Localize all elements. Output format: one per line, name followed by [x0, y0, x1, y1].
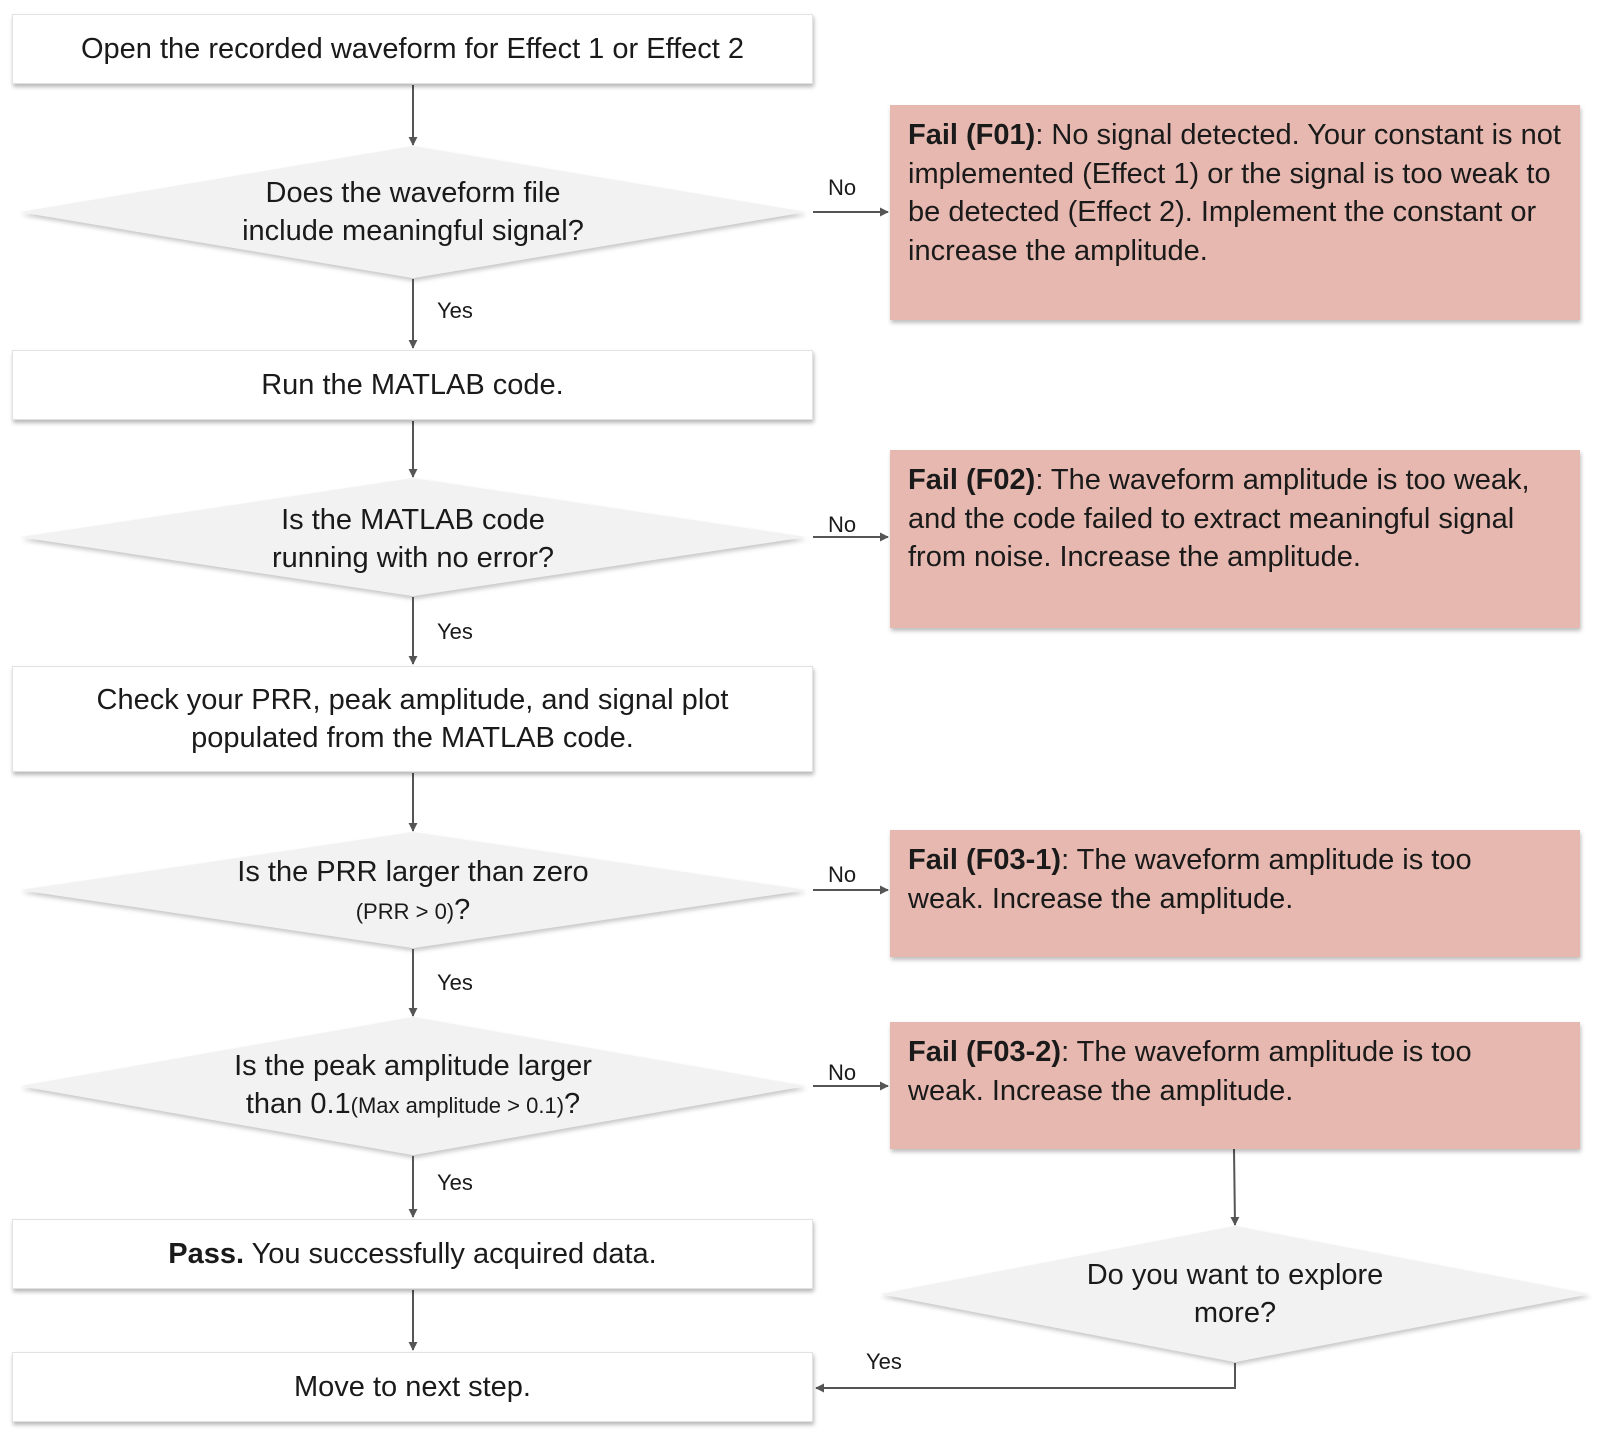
decision-waveform-signal-line1: Does the waveform file — [265, 177, 561, 209]
decision-diamond-waveform-signal — [20, 146, 806, 278]
decision-diamond-peak-amplitude — [20, 1017, 806, 1155]
label-no-d4: No — [828, 1060, 857, 1085]
decision-diamond-matlab-error — [20, 478, 806, 596]
fail-box-f01: Fail (F01): No signal detected. Your con… — [890, 105, 1580, 320]
decision-peak-amplitude: Is the peak amplitude larger than 0.1(Ma… — [113, 1046, 713, 1126]
decision-matlab-error: Is the MATLAB code running with no error… — [113, 499, 713, 579]
decision-matlab-error-line1: Is the MATLAB code — [281, 504, 545, 536]
label-yes-d1: Yes — [437, 298, 473, 323]
label-no-d1: No — [828, 175, 857, 200]
decision-diamond-explore-more — [880, 1226, 1590, 1362]
fail-f02-text: : The waveform amplitude is too weak, an… — [908, 464, 1530, 573]
step-check-results-line2: populated from the MATLAB code. — [191, 722, 634, 754]
arrow-f032-to-explore — [1230, 1148, 1240, 1226]
decision-peak-amplitude-condition: (Max amplitude > 0.1) — [350, 1093, 565, 1118]
decision-prr-qmark: ? — [454, 894, 471, 926]
step-pass: Pass. You successfully acquired data. — [12, 1219, 813, 1289]
pass-label: Pass. — [168, 1238, 245, 1270]
decision-explore-more: Do you want to explore more? — [985, 1254, 1485, 1334]
step-run-matlab-text: Run the MATLAB code. — [261, 369, 564, 401]
fail-f03-2-text: : The waveform amplitude is too weak. In… — [908, 1036, 1472, 1107]
arrow-explore-yes-to-move — [815, 1363, 1236, 1393]
step-move-next-text: Move to next step. — [294, 1371, 531, 1403]
pass-text: You successfully acquired data. — [244, 1238, 657, 1270]
decision-waveform-signal: Does the waveform file include meaningfu… — [113, 172, 713, 252]
decision-prr: Is the PRR larger than zero (PRR > 0)? — [113, 852, 713, 932]
label-yes-d3: Yes — [437, 970, 473, 995]
label-no-d2: No — [828, 512, 857, 537]
decision-matlab-error-line2: running with no error? — [271, 542, 555, 574]
decision-peak-amplitude-line1: Is the peak amplitude larger — [234, 1050, 592, 1082]
decision-prr-line1: Is the PRR larger than zero — [237, 856, 589, 888]
label-yes-d2: Yes — [437, 619, 473, 644]
step-open-waveform-text: Open the recorded waveform for Effect 1 … — [80, 33, 745, 65]
fail-box-f03-2: Fail (F03-2): The waveform amplitude is … — [890, 1022, 1580, 1149]
fail-f01-text: : No signal detected. Your constant is n… — [908, 119, 1561, 267]
fail-box-f02: Fail (F02): The waveform amplitude is to… — [890, 450, 1580, 628]
label-yes-explore: Yes — [866, 1349, 902, 1374]
label-yes-d4: Yes — [437, 1170, 473, 1195]
step-open-waveform: Open the recorded waveform for Effect 1 … — [12, 14, 813, 84]
decision-explore-more-line2: more? — [1193, 1297, 1277, 1329]
decision-peak-amplitude-qmark: ? — [564, 1088, 581, 1120]
fail-f02-code: Fail (F02) — [908, 464, 1036, 496]
label-no-d3: No — [828, 862, 857, 887]
fail-f03-2-code: Fail (F03-2) — [908, 1036, 1062, 1068]
decision-explore-more-line1: Do you want to explore — [1086, 1259, 1384, 1291]
step-check-results-line1: Check your PRR, peak amplitude, and sign… — [96, 684, 729, 716]
decision-diamond-prr — [20, 832, 806, 948]
step-run-matlab: Run the MATLAB code. — [12, 350, 813, 420]
fail-box-f03-1: Fail (F03-1): The waveform amplitude is … — [890, 830, 1580, 957]
decision-waveform-signal-line2: include meaningful signal? — [242, 215, 584, 247]
decision-peak-amplitude-threshold: than 0.1 — [245, 1088, 351, 1120]
step-check-results: Check your PRR, peak amplitude, and sign… — [12, 666, 813, 772]
decision-prr-condition: (PRR > 0) — [355, 899, 455, 924]
fail-f03-1-text: : The waveform amplitude is too weak. In… — [908, 844, 1472, 915]
fail-f03-1-code: Fail (F03-1) — [908, 844, 1062, 876]
fail-f01-code: Fail (F01) — [908, 119, 1036, 151]
step-move-next: Move to next step. — [12, 1352, 813, 1422]
